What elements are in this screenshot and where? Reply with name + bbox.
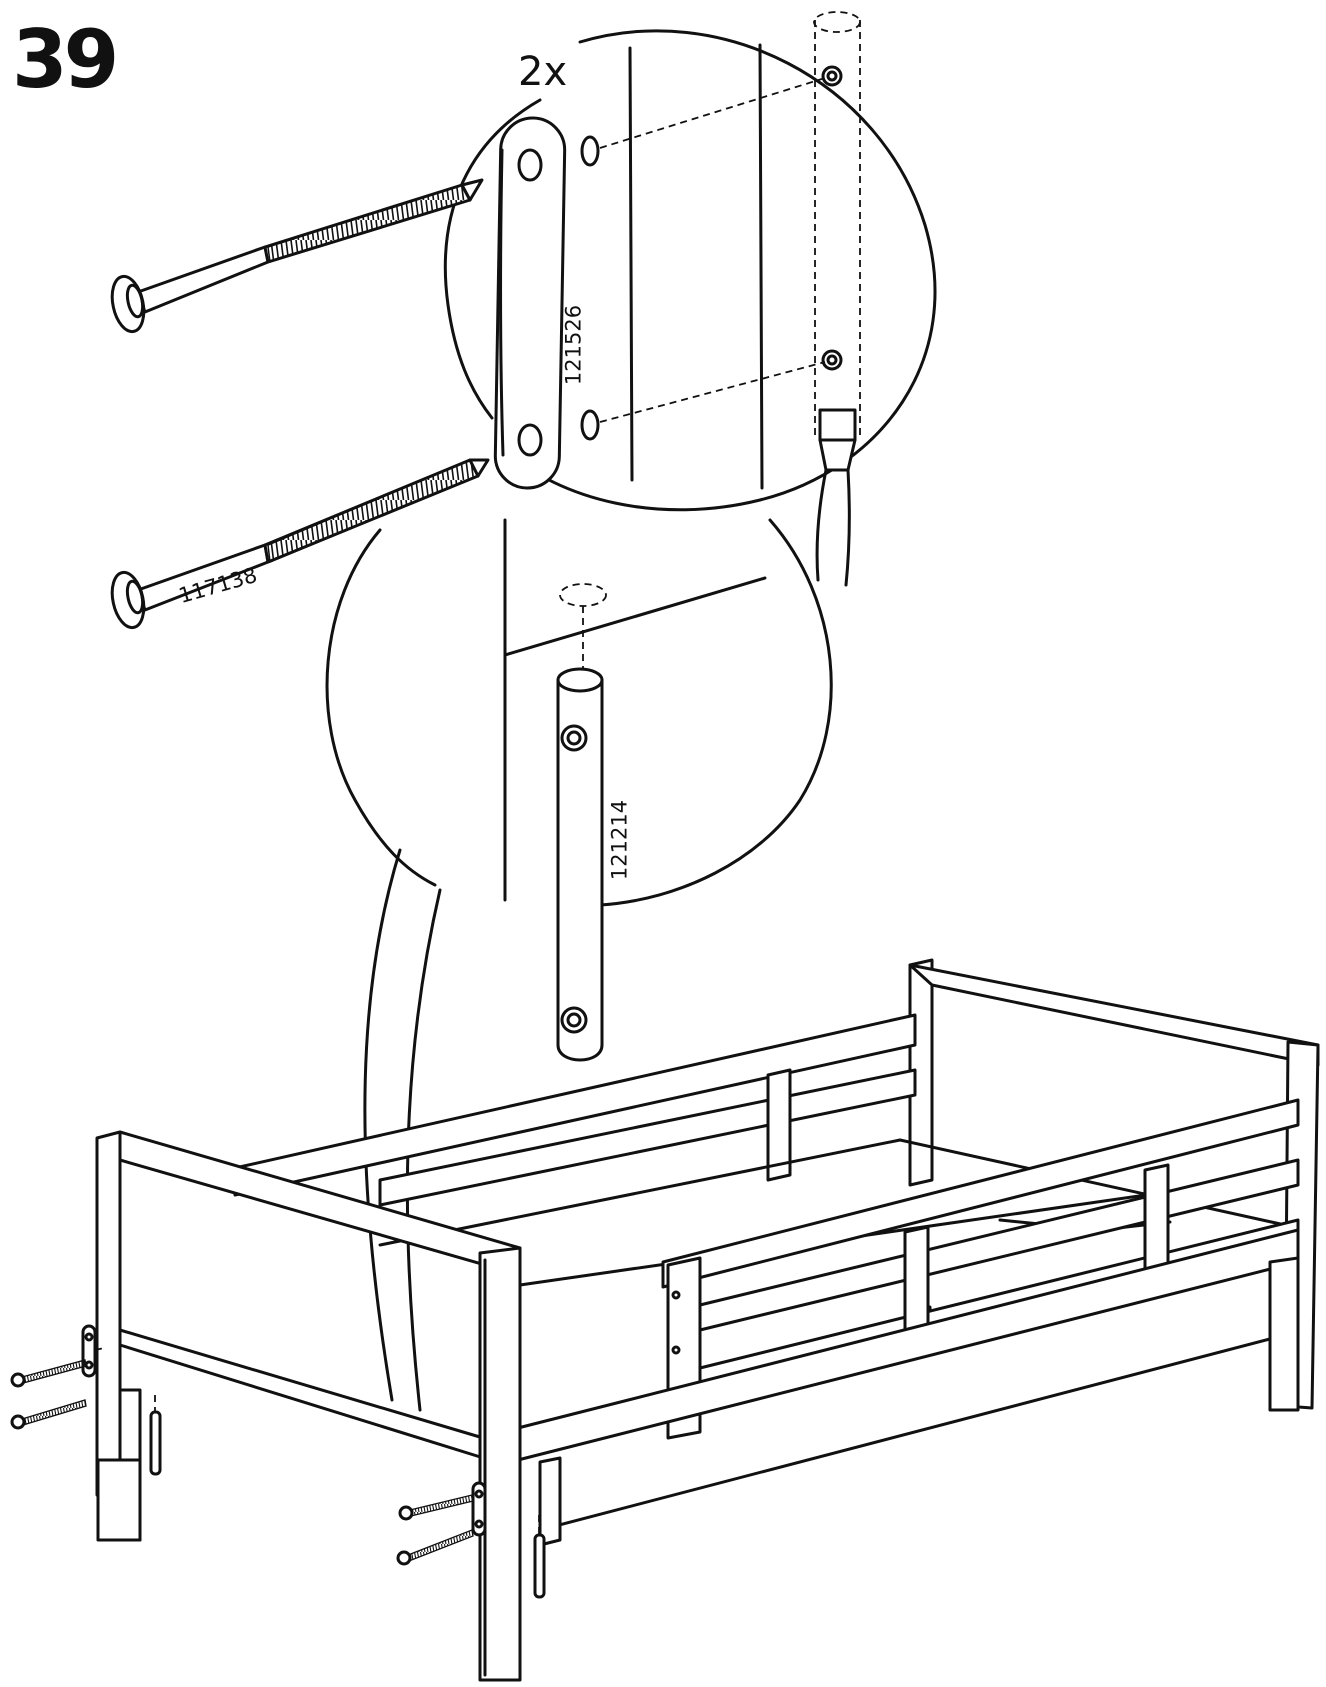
threaded-hole-icon — [821, 65, 843, 87]
screwdriver-icon — [815, 408, 857, 587]
connector-plate-121526 — [493, 116, 567, 490]
detail-circle-upper — [443, 11, 937, 512]
part-number-barrel-pin: 121214 — [607, 799, 632, 881]
small-bolts-right — [396, 1481, 487, 1566]
step-number: 39 — [12, 13, 119, 106]
detail-circle-middle — [325, 518, 833, 907]
quantity-label: 2x — [518, 49, 568, 95]
bolt-117138-lower — [110, 458, 490, 630]
barrel-pin-121214 — [556, 667, 604, 1062]
bolt-117138-upper — [110, 178, 484, 334]
bed-frame — [95, 958, 1320, 1682]
threaded-hole-icon — [821, 349, 843, 371]
small-bolts-left — [10, 1324, 105, 1430]
callout-curve — [363, 848, 442, 1412]
part-number-connector-plate: 121526 — [561, 304, 586, 386]
